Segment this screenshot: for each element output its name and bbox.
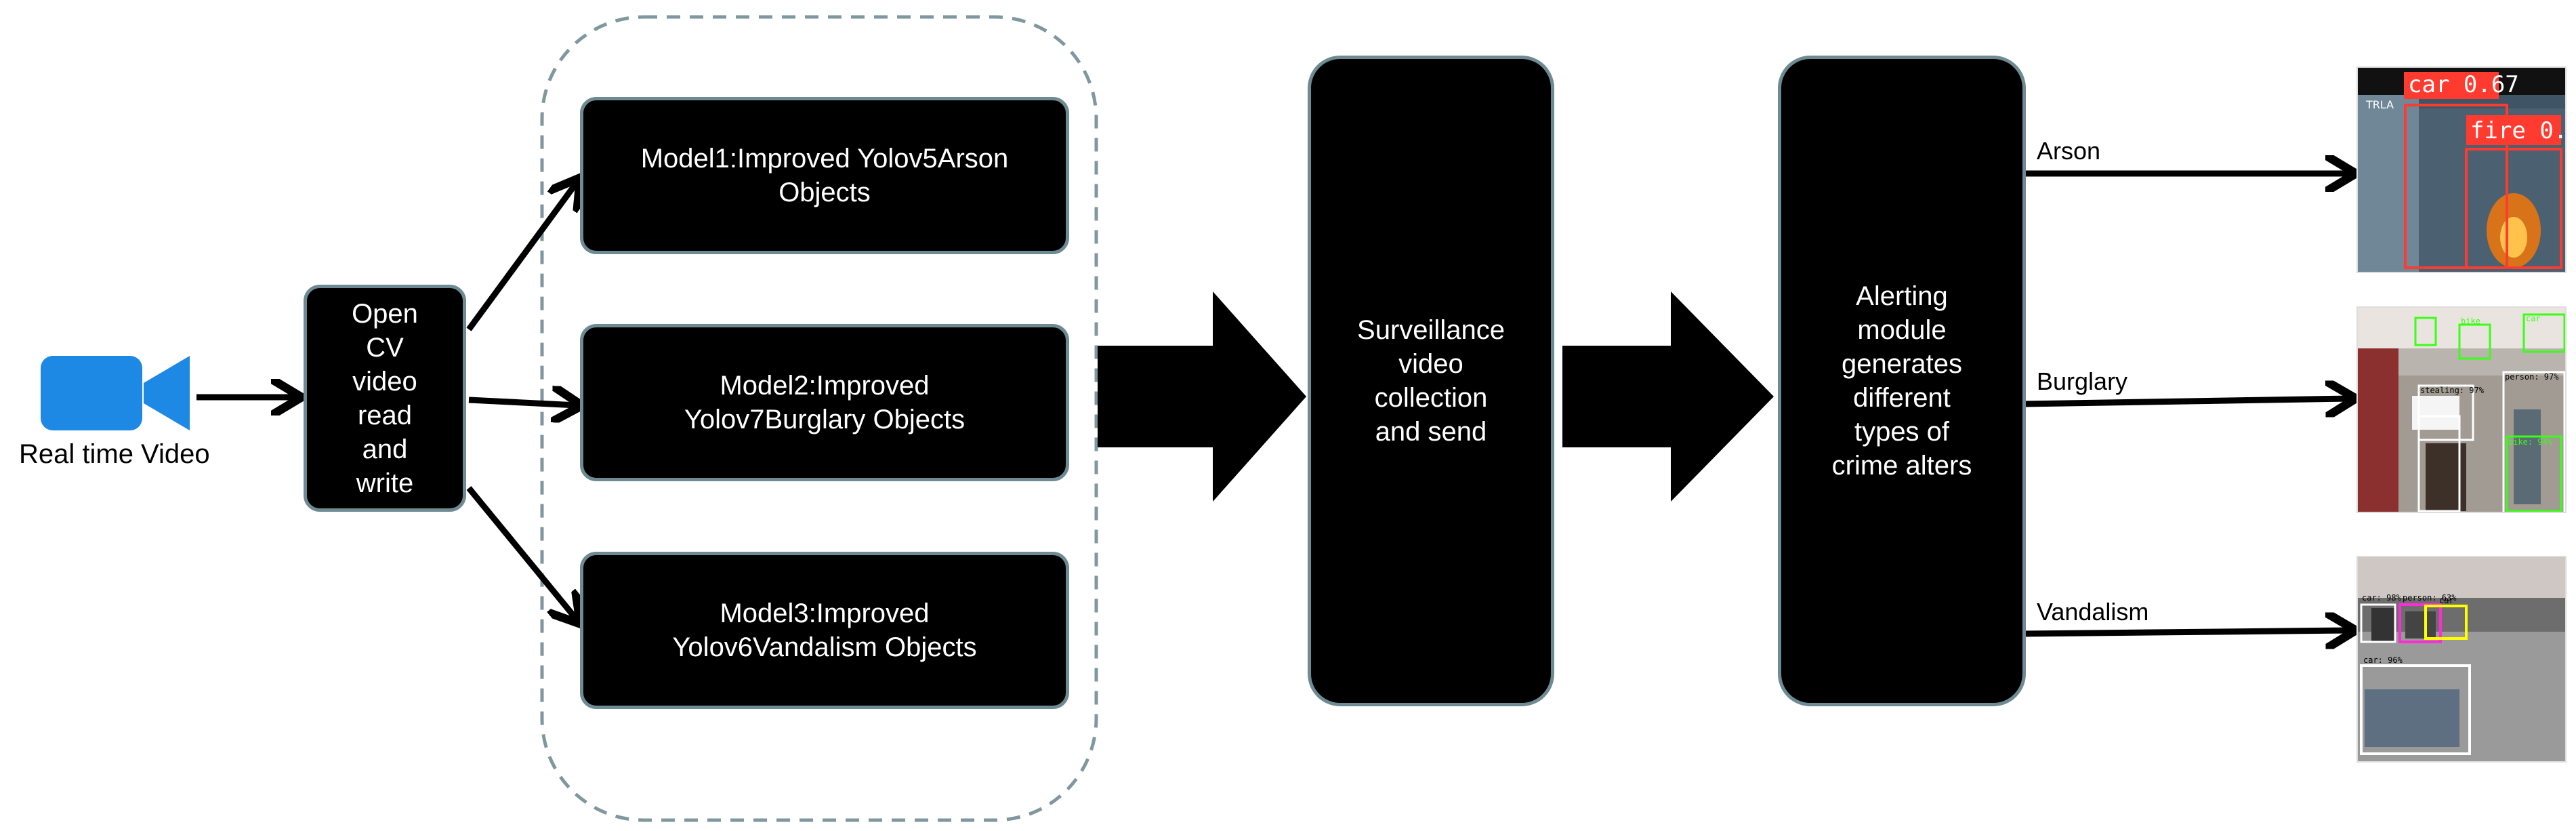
vandalism-tag-person: person: 63% — [2403, 593, 2457, 603]
model3-vandalism-box: Model3:Improved Yolov6Vandalism Objects — [580, 552, 1069, 709]
opencv-box-text: Open CV video read and write — [352, 298, 418, 498]
burglary-tag-bike: bike: 94% — [2508, 437, 2553, 447]
block-arrow-models-to-collection — [1098, 291, 1306, 502]
opencv-read-write-box: Open CV video read and write — [304, 285, 466, 512]
vandalism-detection-image: car: 98% person: 63% car: 96% car — [2356, 556, 2567, 763]
burglary-tag-car: car — [2526, 314, 2541, 323]
arson-detection-image: TRLA car 0.67 fire 0.82 — [2356, 66, 2567, 273]
output-label-burglary: Burglary — [2037, 367, 2128, 395]
model2-burglary-box: Model2:Improved Yolov7Burglary Objects — [580, 324, 1069, 481]
arrow-opencv-to-model3 — [466, 486, 577, 620]
arrow-opencv-to-model2 — [468, 400, 577, 405]
arrow-alert-to-burglary — [2022, 399, 2351, 404]
real-time-video-label: Real time Video — [19, 439, 210, 469]
surveillance-collection-box: Surveillance video collection and send — [1308, 56, 1554, 706]
vandalism-tag-car-3: car — [2439, 596, 2454, 605]
collection-box-text: Surveillance video collection and send — [1357, 315, 1505, 447]
output-label-vandalism: Vandalism — [2037, 598, 2149, 626]
arson-watermark: TRLA — [2365, 98, 2394, 111]
alert-box-text: Alerting module generates different type… — [1831, 281, 1972, 481]
burglary-tag-person: person: 97% — [2505, 372, 2559, 382]
model-group-outline — [540, 15, 1098, 822]
burglary-tag-stealing: stealing: 97% — [2420, 386, 2485, 395]
model1-arson-box: Model1:Improved Yolov5Arson Objects — [580, 97, 1069, 254]
block-arrow-collection-to-alert — [1562, 291, 1774, 502]
model1-text: Model1:Improved Yolov5Arson Objects — [640, 144, 1009, 207]
burglary-tag-bike-2: bike — [2461, 317, 2480, 326]
vandalism-tag-car-2: car: 96% — [2363, 655, 2403, 665]
arrow-opencv-to-model1 — [466, 182, 577, 331]
arson-tag-car: car 0.67 — [2408, 71, 2519, 98]
arrow-alert-to-vandalism — [2022, 630, 2351, 634]
output-label-arson: Arson — [2037, 137, 2101, 165]
video-camera-icon — [41, 356, 190, 430]
alerting-module-box: Alerting module generates different type… — [1778, 56, 2026, 706]
burglary-detection-image: person: 97% stealing: 97% bike: 94% bike… — [2356, 306, 2567, 513]
vandalism-tag-car: car: 98% — [2362, 593, 2402, 603]
model2-text: Model2:Improved Yolov7Burglary Objects — [684, 371, 965, 434]
model3-text: Model3:Improved Yolov6Vandalism Objects — [672, 599, 977, 662]
arson-tag-fire: fire 0.82 — [2470, 117, 2567, 144]
